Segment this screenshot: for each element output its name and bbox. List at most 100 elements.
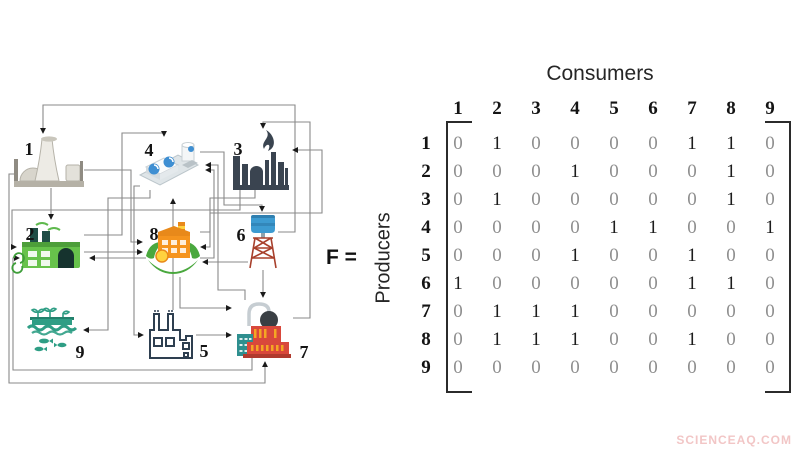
consumers-title: Consumers xyxy=(546,62,654,85)
matrix-cell-r7-c3: 1 xyxy=(531,300,541,322)
matrix-cell-r3-c3: 0 xyxy=(531,188,541,210)
flow-line-1-7 xyxy=(8,173,269,384)
matrix-cell-r6-c5: 0 xyxy=(609,272,619,294)
facility-4-processing-plant-icon xyxy=(138,142,200,186)
matrix-cell-r9-c5: 0 xyxy=(609,356,619,378)
matrix-col-header-3: 3 xyxy=(531,98,541,119)
matrix-cell-r6-c4: 0 xyxy=(570,272,580,294)
matrix-cell-r6-c6: 0 xyxy=(648,272,658,294)
matrix-col-header-5: 5 xyxy=(609,98,619,119)
matrix-cell-r9-c3: 0 xyxy=(531,356,541,378)
matrix-cell-r7-c8: 0 xyxy=(726,300,736,322)
matrix-cell-r8-c2: 1 xyxy=(492,328,502,350)
matrix-row-header-3: 3 xyxy=(421,188,431,210)
matrix-row-header-6: 6 xyxy=(421,272,431,294)
matrix-col-header-1: 1 xyxy=(453,98,463,119)
matrix-cell-r1-c8: 1 xyxy=(726,132,736,154)
matrix-cell-r9-c4: 0 xyxy=(570,356,580,378)
facility-4-label: 4 xyxy=(145,140,154,160)
matrix-cell-r2-c2: 0 xyxy=(492,160,502,182)
matrix-cell-r4-c7: 0 xyxy=(687,216,697,238)
matrix-cell-r3-c2: 1 xyxy=(492,188,502,210)
matrix-cell-r6-c8: 1 xyxy=(726,272,736,294)
matrix-cell-r7-c4: 1 xyxy=(570,300,580,322)
matrix-cell-r6-c1: 1 xyxy=(453,272,463,294)
flow-line-3-2 xyxy=(10,190,241,251)
matrix-cell-r3-c4: 0 xyxy=(570,188,580,210)
matrix-cell-r2-c3: 0 xyxy=(531,160,541,182)
matrix-col-header-6: 6 xyxy=(648,98,658,119)
facility-7-chemical-refinery-icon xyxy=(237,302,291,358)
matrix-cell-r3-c5: 0 xyxy=(609,188,619,210)
matrix-cell-r2-c8: 1 xyxy=(726,160,736,182)
matrix-cell-r4-c8: 0 xyxy=(726,216,736,238)
matrix-row-header-4: 4 xyxy=(421,216,431,238)
matrix-cell-r8-c8: 0 xyxy=(726,328,736,350)
matrix-row-header-7: 7 xyxy=(421,300,431,322)
matrix-cell-r1-c4: 0 xyxy=(570,132,580,154)
watermark: SCIENCEAQ.COM xyxy=(676,433,792,447)
matrix-cell-r8-c5: 0 xyxy=(609,328,619,350)
matrix-cell-r5-c7: 1 xyxy=(687,244,697,266)
matrix-cell-r7-c1: 0 xyxy=(453,300,463,322)
matrix-cell-r5-c5: 0 xyxy=(609,244,619,266)
matrix-col-header-8: 8 xyxy=(726,98,736,119)
matrix-col-header-7: 7 xyxy=(687,98,697,119)
matrix-cell-r5-c4: 1 xyxy=(570,244,580,266)
facility-3-label: 3 xyxy=(234,139,243,159)
facility-8-label: 8 xyxy=(150,224,159,244)
matrix-row-header-8: 8 xyxy=(421,328,431,350)
matrix-cell-r1-c9: 0 xyxy=(765,132,775,154)
matrix-cell-r2-c5: 0 xyxy=(609,160,619,182)
recycle-arrows-icon xyxy=(11,252,25,274)
matrix-cell-r1-c7: 1 xyxy=(687,132,697,154)
matrix-cell-r9-c1: 0 xyxy=(453,356,463,378)
matrix-col-header-9: 9 xyxy=(765,98,775,119)
matrix-cell-r1-c3: 0 xyxy=(531,132,541,154)
matrix-cell-r5-c2: 0 xyxy=(492,244,502,266)
matrix-cell-r5-c1: 0 xyxy=(453,244,463,266)
matrix-row-header-5: 5 xyxy=(421,244,431,266)
matrix-cell-r8-c7: 1 xyxy=(687,328,697,350)
matrix-cell-r2-c7: 0 xyxy=(687,160,697,182)
matrix-cell-r6-c7: 1 xyxy=(687,272,697,294)
matrix-cell-r1-c5: 0 xyxy=(609,132,619,154)
matrix-cell-r4-c2: 0 xyxy=(492,216,502,238)
matrix-cell-r8-c3: 1 xyxy=(531,328,541,350)
facility-3-oil-refinery-icon xyxy=(233,130,289,190)
flow-line-8-7 xyxy=(179,277,232,312)
matrix-cell-r2-c6: 0 xyxy=(648,160,658,182)
matrix-cell-r3-c1: 0 xyxy=(453,188,463,210)
facility-1-label: 1 xyxy=(25,139,34,159)
matrix-cell-r7-c6: 0 xyxy=(648,300,658,322)
matrix-col-header-2: 2 xyxy=(492,98,502,119)
matrix-cell-r9-c2: 0 xyxy=(492,356,502,378)
matrix-cell-r7-c2: 1 xyxy=(492,300,502,322)
matrix-cell-r3-c7: 0 xyxy=(687,188,697,210)
matrix-cell-r4-c5: 1 xyxy=(609,216,619,238)
matrix-cell-r9-c6: 0 xyxy=(648,356,658,378)
flow-line-7-3 xyxy=(259,121,311,319)
matrix-cell-r4-c4: 0 xyxy=(570,216,580,238)
matrix-col-header-4: 4 xyxy=(570,98,580,119)
matrix-cell-r9-c8: 0 xyxy=(726,356,736,378)
matrix-cell-r2-c1: 0 xyxy=(453,160,463,182)
flow-line-3-8 xyxy=(200,190,256,251)
matrix-cell-r2-c9: 0 xyxy=(765,160,775,182)
matrix-right-bracket xyxy=(765,121,791,393)
matrix-cell-r3-c9: 0 xyxy=(765,188,775,210)
matrix-cell-r6-c2: 0 xyxy=(492,272,502,294)
matrix-cell-r1-c6: 0 xyxy=(648,132,658,154)
flow-line-4-6 xyxy=(200,151,266,212)
matrix-cell-r3-c8: 1 xyxy=(726,188,736,210)
flow-line-2-4 xyxy=(84,130,168,236)
facility-2-label: 2 xyxy=(26,224,35,244)
facility-1-nuclear-plant-icon xyxy=(14,136,84,187)
matrix-cell-r1-c1: 0 xyxy=(453,132,463,154)
matrix-cell-r6-c3: 0 xyxy=(531,272,541,294)
flow-line-4-5 xyxy=(133,185,144,339)
facility-8-eco-factory-icon xyxy=(146,222,200,274)
matrix-cell-r8-c4: 1 xyxy=(570,328,580,350)
